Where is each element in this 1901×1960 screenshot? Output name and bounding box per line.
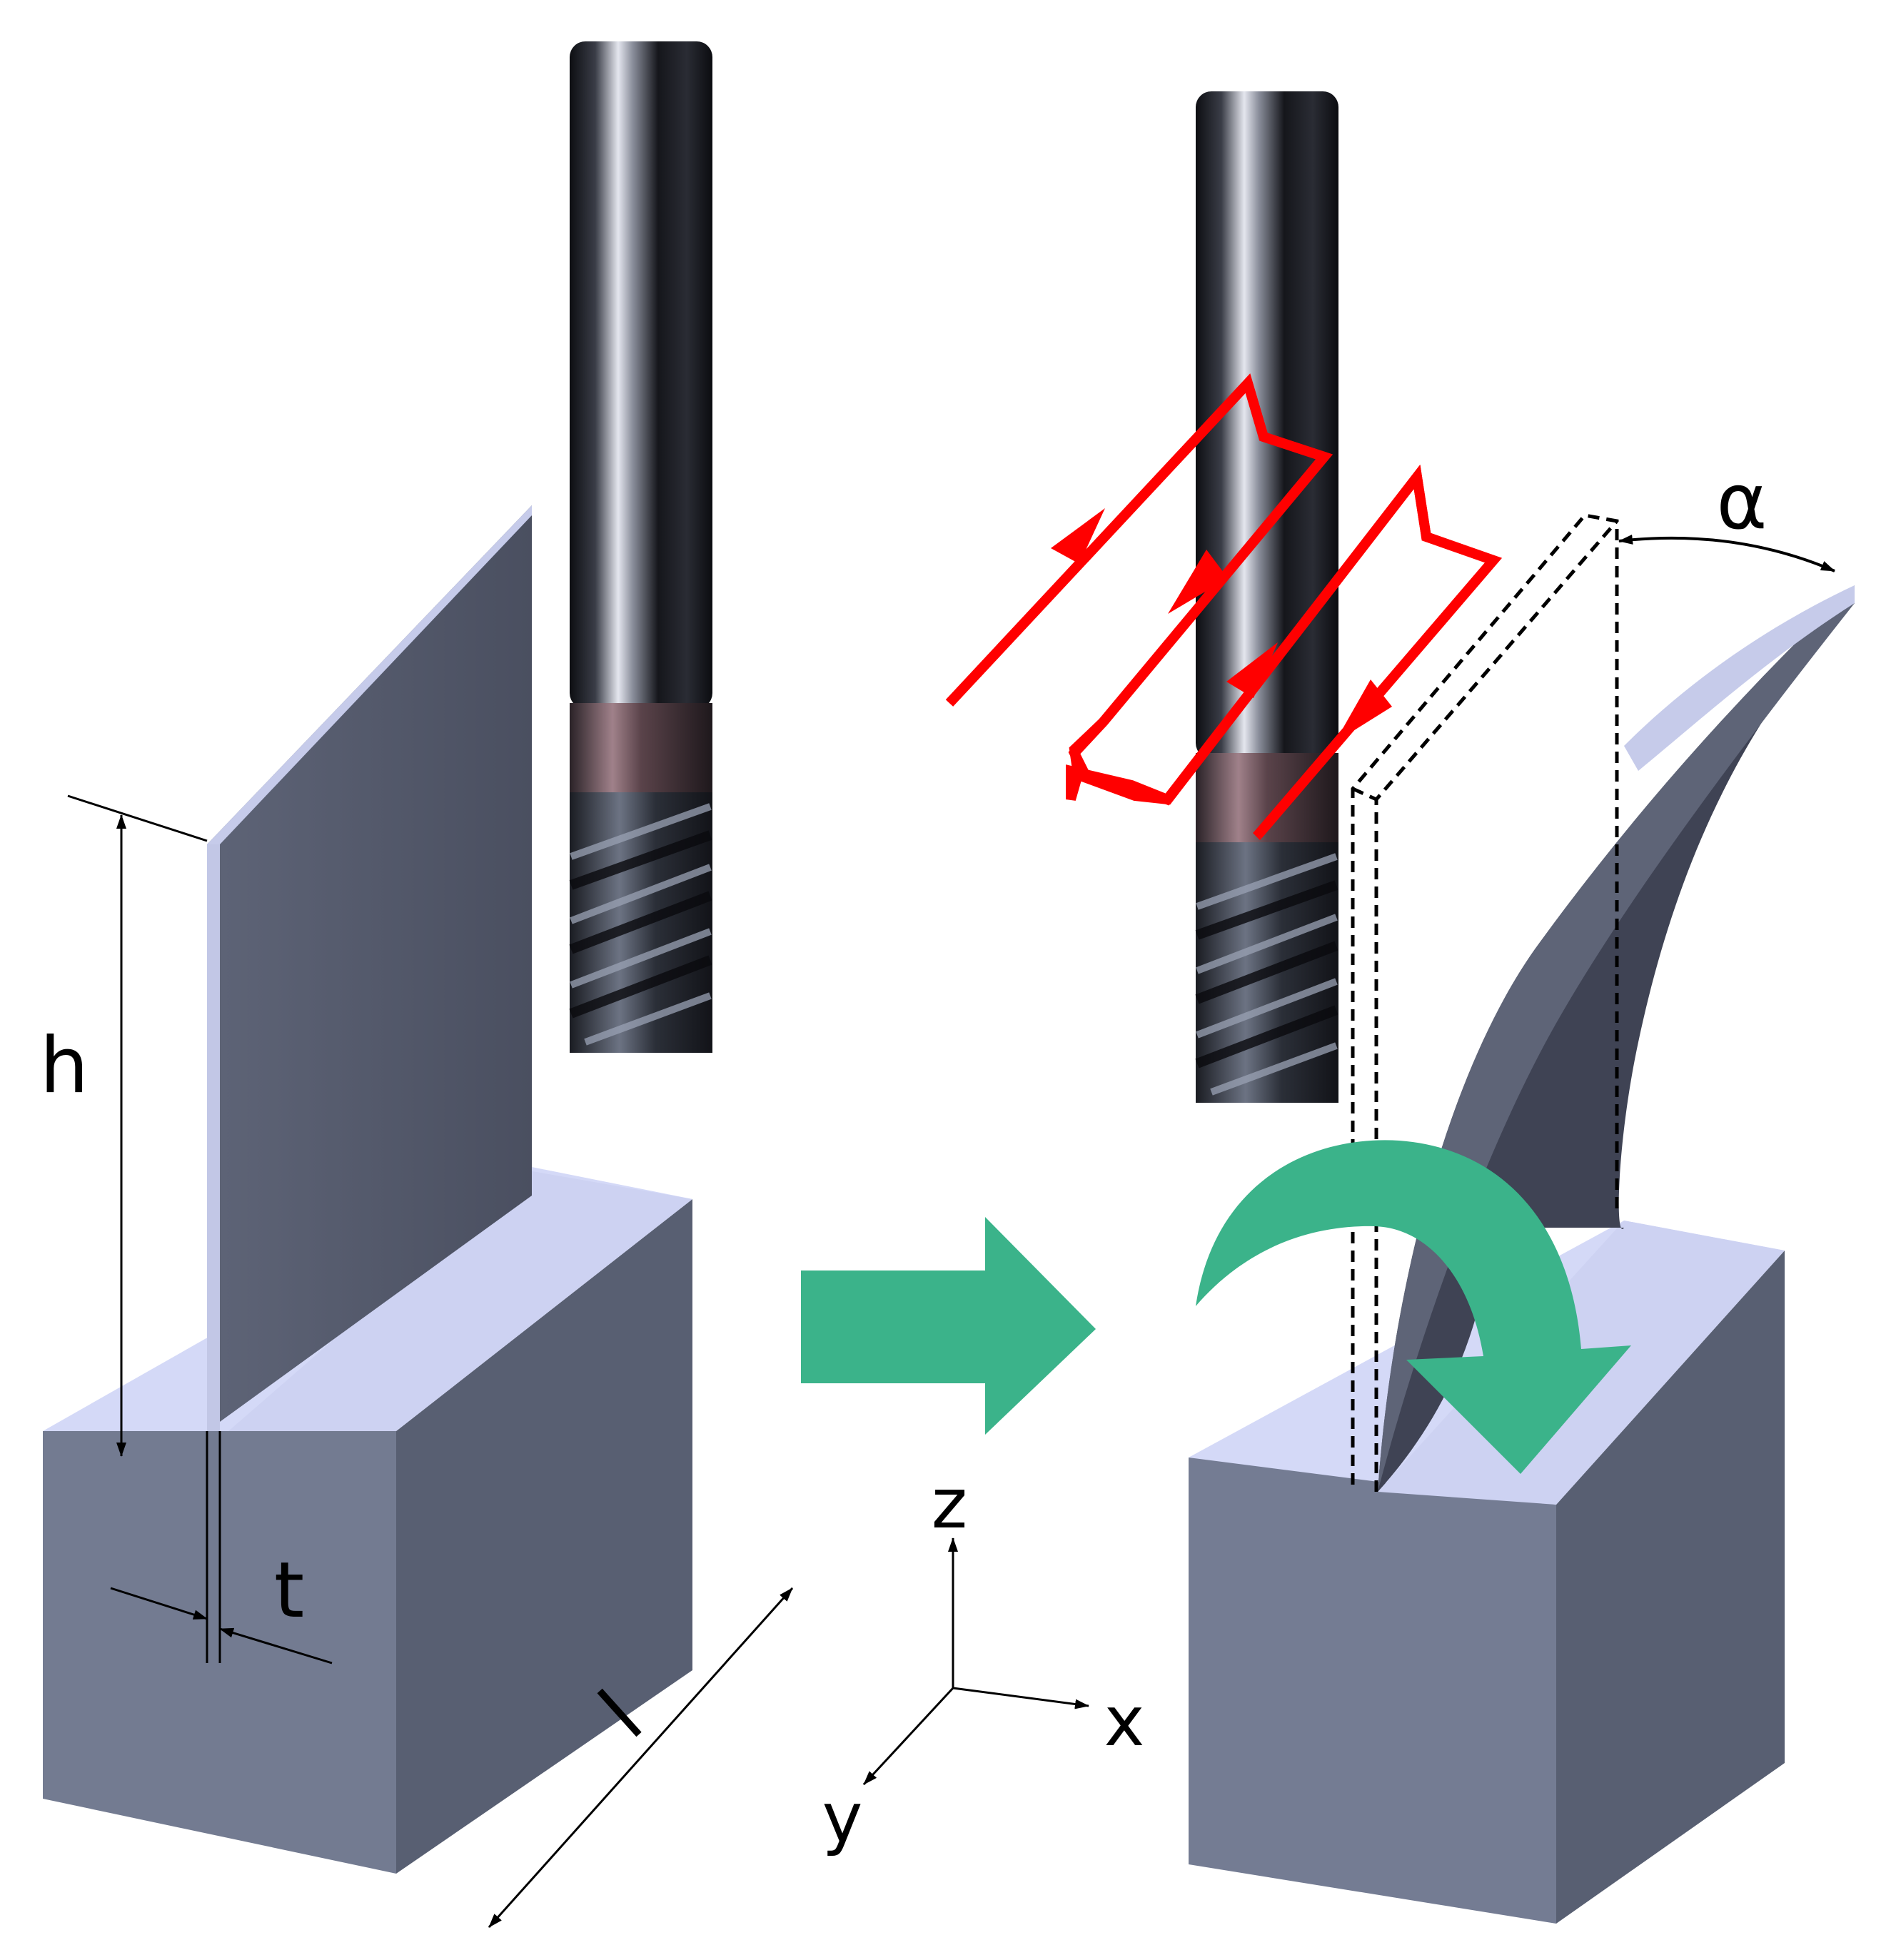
thin-wall-face <box>207 505 532 1431</box>
height-dimension: h <box>40 794 208 1457</box>
y-axis <box>862 1687 954 1786</box>
thin-wall-top-edge <box>207 505 532 844</box>
angle-label: α <box>1716 458 1767 547</box>
initial-workpiece <box>43 505 692 1874</box>
end-mill-tool-left <box>569 41 712 1053</box>
tool-neck-band <box>570 703 712 796</box>
path-arrow-up-2 <box>1226 642 1278 698</box>
base-block-top-back <box>228 1171 692 1431</box>
thin-wall-front-edge <box>207 844 220 1431</box>
tool-shank <box>570 41 712 709</box>
original-wall-outline <box>1351 513 1619 1492</box>
path-arrow-up-1 <box>1051 508 1105 564</box>
x-axis <box>952 1687 1089 1709</box>
block-side-face <box>1556 1251 1785 1924</box>
bent-wall-top-edge <box>1624 585 1855 771</box>
process-arrow-icon <box>801 1217 1096 1435</box>
tool-shank <box>1196 91 1338 759</box>
thickness-dimension: t <box>110 1546 333 1665</box>
end-mill-tool-right <box>1195 91 1338 1103</box>
path-arrow-down-1 <box>1168 550 1228 614</box>
y-axis-label: y <box>822 1778 863 1858</box>
coordinate-axes: z x y <box>822 1464 1145 1858</box>
bending-arrow-icon <box>1196 1140 1631 1474</box>
thickness-label: t <box>274 1546 304 1635</box>
angle-arc <box>1618 534 1835 572</box>
block-front-face <box>1189 1458 1556 1924</box>
x-axis-label: x <box>1104 1682 1145 1762</box>
height-label: h <box>40 1021 89 1111</box>
z-axis-label: z <box>932 1464 967 1544</box>
